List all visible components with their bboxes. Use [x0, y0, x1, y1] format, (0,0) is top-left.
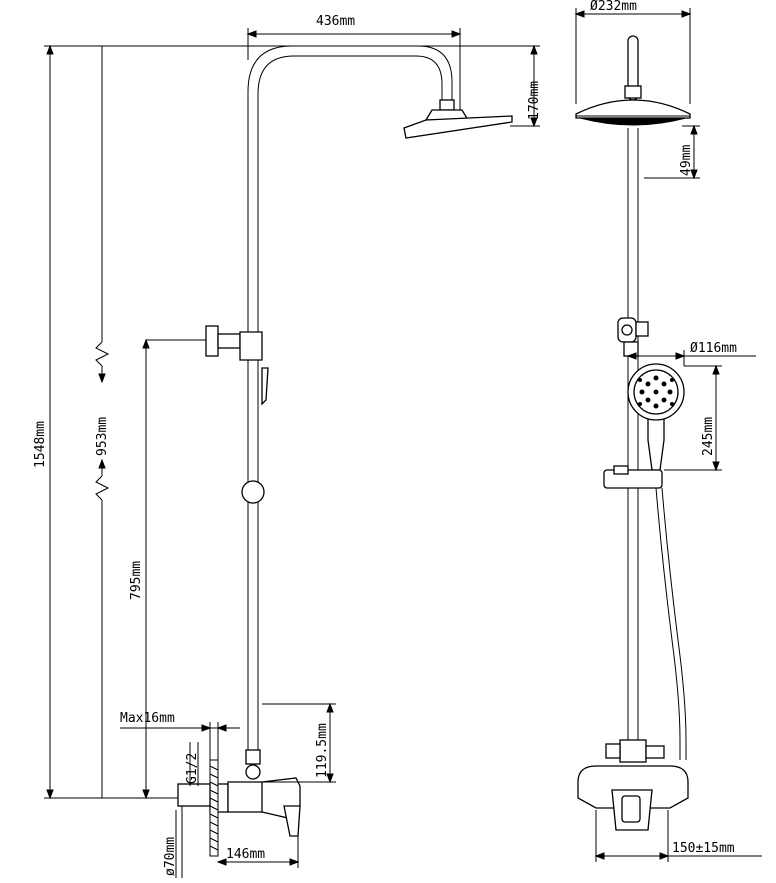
dim-arm-drop: 170mm — [510, 44, 542, 128]
mixer-front — [577, 739, 689, 831]
slider-knob — [241, 480, 265, 504]
dim-thread: G1/2 — [185, 742, 200, 786]
wall-max-label: Max16mm — [120, 711, 175, 726]
dim-arm-width: 436mm — [246, 14, 462, 110]
arm-width-label: 436mm — [316, 14, 355, 29]
mixer-depth-label: 146mm — [226, 847, 265, 862]
dim-inlet-spacing: 150±15mm — [594, 810, 762, 862]
handshower-length-label: 245mm — [701, 417, 716, 456]
rain-head-side — [403, 99, 513, 139]
dim-hook-height: 953mm — [95, 46, 110, 798]
rain-head-front — [575, 99, 691, 126]
hook-height-label: 953mm — [95, 417, 110, 456]
handshower-diameter-label: Ø116mm — [690, 341, 737, 356]
mixer-height-label: 119.5mm — [315, 723, 330, 778]
head-offset-label: 49mm — [679, 145, 694, 176]
flange-diameter-label: ø70mm — [163, 837, 178, 876]
dim-handshower-length: 245mm — [664, 364, 722, 472]
dim-handshower-diameter: Ø116mm — [626, 341, 756, 366]
dim-wall-max: Max16mm — [120, 711, 240, 760]
diverter-front — [617, 317, 649, 357]
dim-flange-diameter: ø70mm — [163, 806, 183, 878]
total-height-label: 1548mm — [33, 421, 48, 468]
dim-total-height: 1548mm — [33, 44, 54, 800]
head-diameter-label: Ø232mm — [590, 0, 637, 14]
dim-head-offset: 49mm — [644, 124, 700, 180]
front-view: Ø232mm 49mm — [574, 0, 762, 862]
slider-holder — [603, 465, 663, 489]
thread-label: G1/2 — [185, 753, 200, 784]
diverter-knob — [205, 325, 263, 361]
dim-mixer-to-hook: 795mm — [129, 338, 210, 800]
inlet-spacing-label: 150±15mm — [672, 841, 735, 856]
mixer-to-hook-label: 795mm — [129, 561, 144, 600]
dim-mixer-depth: 146mm — [216, 836, 300, 868]
dim-mixer-height: 119.5mm — [262, 702, 336, 784]
side-view: 436mm 170mm 1548mm — [33, 14, 542, 878]
arm-drop-label: 170mm — [527, 81, 542, 120]
shower-arm — [247, 45, 453, 345]
handshower — [627, 363, 685, 471]
dim-head-diameter: Ø232mm — [574, 0, 692, 104]
